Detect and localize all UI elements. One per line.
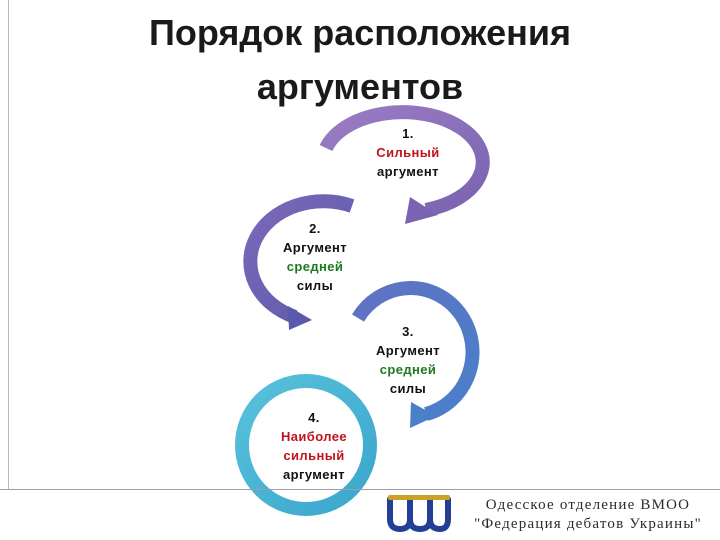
debate-federation-logo-icon	[387, 495, 451, 533]
step-1-label: 1. Сильный аргумент	[358, 124, 458, 181]
step-text-line: силы	[296, 278, 334, 293]
step-text-line: сильный	[283, 448, 345, 463]
step-3-label: 3. Аргумент средней силы	[356, 322, 460, 398]
step-number: 4.	[308, 410, 320, 425]
step-text-line: аргумент	[283, 467, 345, 482]
footer-organization: Одесское отделение ВМОО "Федерация дебат…	[460, 496, 716, 534]
step-text-line: Наиболее	[280, 429, 347, 444]
step-text-line: Аргумент	[375, 343, 441, 358]
step-2-label: 2. Аргумент средней силы	[262, 219, 368, 295]
arrow-step-2	[243, 194, 355, 330]
footer-divider	[0, 489, 720, 490]
arrow-step-1	[319, 105, 490, 224]
step-4-label: 4. Наиболее сильный аргумент	[262, 408, 366, 484]
arrow-step-4	[235, 374, 377, 516]
step-text-line: средней	[286, 259, 344, 274]
step-number: 2.	[309, 221, 321, 236]
slide-left-border	[8, 0, 9, 490]
step-text-line: Аргумент	[282, 240, 348, 255]
title-line-2: аргументов	[256, 66, 464, 107]
arrow-step-3	[352, 281, 480, 428]
footer-line-2: "Федерация дебатов Украины"	[474, 516, 702, 532]
step-number: 3.	[402, 324, 414, 339]
step-text-line: аргумент	[377, 164, 439, 179]
title-line-1: Порядок расположения	[149, 12, 571, 53]
slide-title: Порядок расположения аргументов	[60, 6, 660, 114]
step-text-line: Сильный	[376, 145, 440, 160]
step-text-line: средней	[379, 362, 437, 377]
step-text-line: силы	[389, 381, 427, 396]
step-number: 1.	[402, 126, 414, 141]
footer-line-1: Одесское отделение ВМОО	[485, 497, 691, 513]
